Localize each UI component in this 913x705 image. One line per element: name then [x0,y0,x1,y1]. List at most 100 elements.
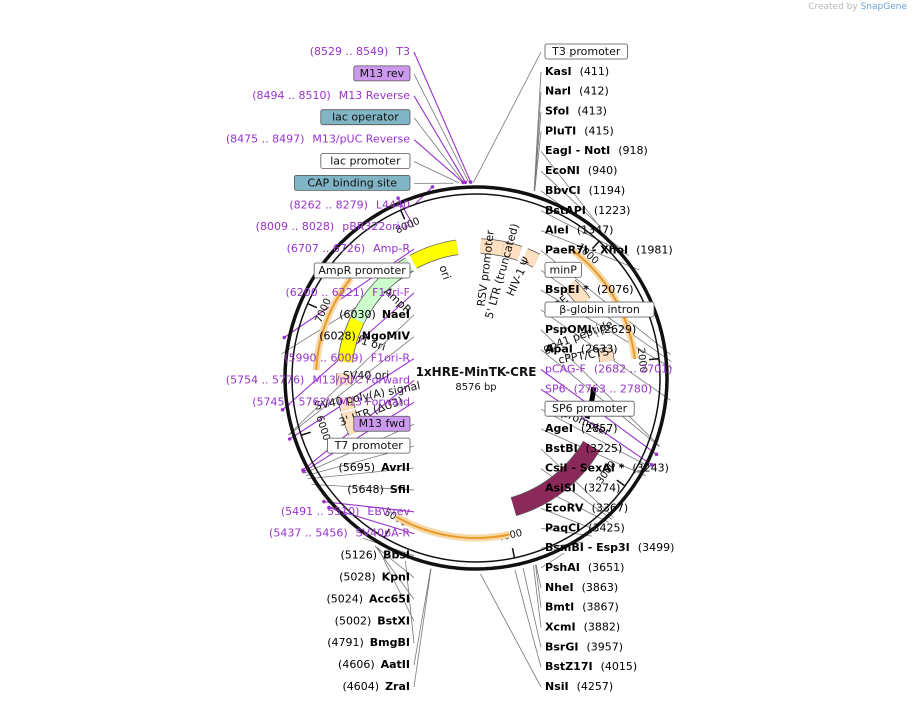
site-position: (3274) [584,482,621,495]
site-text-sfii: (5648)SfiI [347,483,410,496]
site-position: (3225) [586,442,623,455]
site-name: EcoRV [545,501,584,514]
leader-nsii [480,573,542,688]
site-position: (1981) [636,243,673,256]
primer-name: pCAG-F [545,363,586,376]
site-position: (3499) [638,541,675,554]
feature-and-site-labels: T3 promoterKasI(411)NarI(412)SfoI(413)Pl… [226,43,675,693]
primer-text-m13-reverse: (8494 .. 8510)M13 Reverse [252,89,410,102]
feature-box-text: AmpR promoter [318,264,406,277]
primer-label-m13-puc-reverse: (8475 .. 8497)M13/pUC Reverse [226,133,410,146]
primer-text-f1ori-r: (5990 .. 6009)F1ori-R [284,352,410,365]
primer-position: (5990 .. 6009) [284,352,363,365]
primer-position: (8009 .. 8028) [256,220,335,233]
primer-text-f1ori-f: (6200 .. 6221)F1ori-F [286,286,411,299]
feature-box-rect [544,301,655,318]
site-text-bstxi: (5002)BstXI [335,614,410,627]
credit-brand: SnapGene [860,2,907,12]
site-label-agei: AgeI(2857) [545,422,618,435]
leader-eagi-noti [540,150,599,225]
site-position: (1194) [589,184,626,197]
site-label-sfoi: SfoI(413) [545,105,607,118]
primer-label-m13-puc-forward: (5754 .. 5776)M13/pUC Forward [226,373,410,386]
primer-mark-m13-forward [301,469,306,474]
site-label-bstxi: (5002)BstXI [335,614,410,627]
tick-label: 4000 [496,528,523,544]
site-label-bmgbi: (4791)BmgBI [327,636,410,649]
site-name: BspEI * [545,283,589,296]
site-position: (2633) [581,343,618,356]
primer-label-pbr322ori-f: (8009 .. 8028)pBR322ori-F [256,220,410,233]
site-label-pluti: PluTI(415) [545,124,614,137]
primer-text-l4440: (8262 .. 8279)L4440 [289,198,410,211]
site-position: (2076) [597,283,634,296]
site-label-eagi-noti: EagI - NotI(918) [545,144,648,157]
site-text-aatii: (4606)AatII [338,658,410,671]
primer-position: (8494 .. 8510) [252,89,331,102]
leader-zrai [413,568,432,688]
site-text-alei: AleI(1347) [545,224,613,237]
site-text-nari: NarI(412) [545,85,609,98]
feature-f1-ori [338,317,364,363]
site-text-bspei: BspEI * (2076) [545,283,634,296]
primer-mark-pbr322ori-f [396,196,400,200]
feature-box-ampr-promoter: AmpR promoter [313,262,411,279]
feature-box-text: lac operator [332,111,399,124]
site-position: (3243) [632,462,669,475]
site-text-bsrgi: BsrGI(3957) [545,640,623,653]
primer-name: F1ori-F [372,286,410,299]
primer-mark-l4440 [430,185,435,189]
site-position: (3367) [592,501,629,514]
site-text-ngomiv: (6028)NgoMIV [319,330,410,343]
site-name: XcmI [545,620,576,633]
site-text-bmti: BmtI(3867) [545,601,619,614]
feature-box-rect [544,400,635,417]
feature-box-sp6-promoter: SP6 promoter [544,400,635,417]
primer-name: SP6 [545,382,566,395]
site-position: (2857) [581,422,618,435]
leader-ecorv [540,508,599,532]
site-label-econi: EcoNI(940) [545,164,617,177]
leader-bstxi [377,547,415,622]
site-name: NgoMIV [362,330,411,343]
leader-sp6-promoter [540,408,651,468]
site-label-bbvci: BbvCI(1194) [545,184,625,197]
site-label-nhei: NheI (3863) [545,581,618,594]
site-name: BstZ17I [545,660,593,673]
site-name: NheI [545,581,574,594]
site-label-pshai: PshAI(3651) [545,561,624,574]
primer-mark-f1ori-r [287,437,292,441]
feature-cre [510,441,600,516]
site-label-aatii: (4606)AatII [338,658,410,671]
primer-name: T3 [395,45,410,58]
site-text-zrai: (4604)ZraI [343,680,411,693]
site-position: (3863) [582,581,619,594]
primer-mark-m13-puc-reverse [461,180,465,185]
leader-m13-rev [413,73,470,183]
site-label-csii-sexai: CsiI - SexAI *(3243) [545,462,669,475]
site-text-eagi-noti: EagI - NotI(918) [545,144,648,157]
site-position: (3957) [586,640,623,653]
feature-box-rect [353,65,411,82]
site-name: EcoNI [545,164,580,177]
tick-mark [300,431,311,436]
site-text-nhei: NheI (3863) [545,581,618,594]
site-position: (2629) [600,323,637,336]
primer-text-sp6: SP6(2763 .. 2780) [545,382,652,395]
feature-box-text: minP [550,263,578,276]
site-position: (1223) [594,204,631,217]
feature-sv40-poly-a-signal [338,396,355,412]
site-label-paer7i-xhoi: PaeR7I - XhoI(1981) [545,243,673,256]
primer-text-ebv-rev: (5491 .. 5510)EBV-rev [281,505,411,518]
site-position: (5126) [341,549,378,562]
feature-rsv-promoter [480,239,505,256]
primer-position: (6707 .. 6726) [287,242,366,255]
region-arc-line [395,515,510,539]
primer-name: Amp-R [373,242,410,255]
site-position: (5002) [335,614,372,627]
site-name: BstBI [545,442,578,455]
leader-ebv-rev [323,501,415,513]
site-name: NarI [545,85,571,98]
site-name: BstAPI [545,204,586,217]
